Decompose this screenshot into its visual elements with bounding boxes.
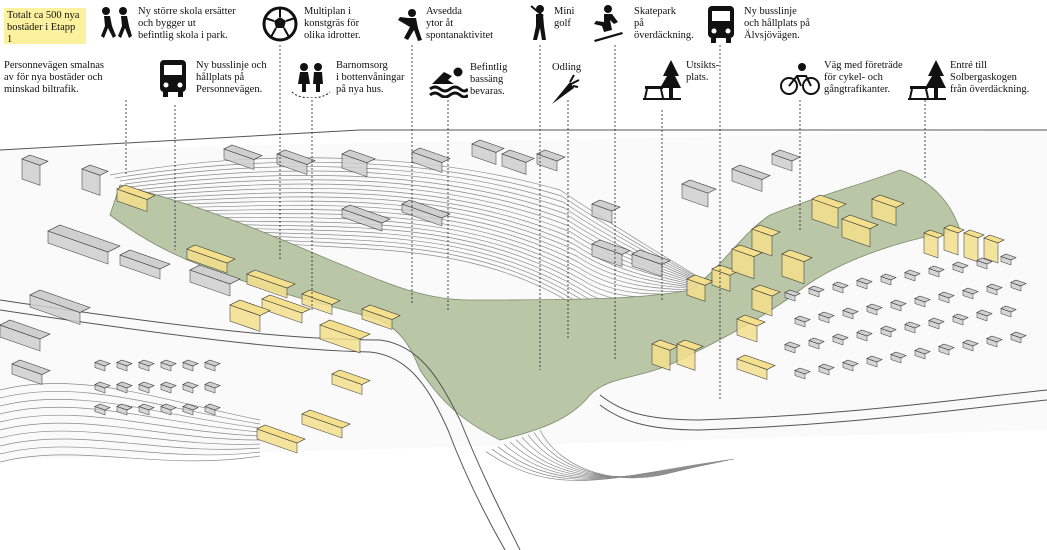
picnic-tree-icon	[643, 60, 681, 100]
skateboarder-icon	[594, 5, 623, 42]
swimmer-icon	[429, 67, 468, 98]
bus-icon	[160, 60, 186, 97]
baseball-player-icon	[398, 9, 422, 41]
bus-icon	[708, 6, 734, 43]
carrot-icon	[552, 74, 580, 104]
total-housing-badge: Totalt ca 500 nya bostäder i Etapp 1	[4, 8, 86, 45]
label-barnomsorg: Barnomsorg i bottenvåningar på nya hus.	[336, 60, 405, 95]
label-odling: Odling	[552, 62, 582, 73]
roads	[0, 129, 1047, 550]
golfer-icon	[530, 5, 546, 40]
label-school: Ny större skola ersätter och bygger ut b…	[138, 6, 236, 41]
football-icon	[262, 6, 298, 42]
label-cykel: Väg med företräde för cykel- och gångtra…	[824, 60, 903, 95]
buildings	[0, 139, 1027, 454]
label-utsikt: Utsikts- plats.	[686, 60, 720, 83]
cyclist-icon	[780, 63, 820, 95]
picnic-tree-icon	[908, 60, 946, 100]
kids-icon	[291, 63, 331, 98]
label-bus-personne: Ny busslinje och hållplats på Personnevä…	[196, 60, 267, 95]
children-running-icon	[101, 7, 132, 38]
label-spontan: Avsedda ytor åt spontanaktivitet	[426, 6, 494, 41]
label-multiplan: Multiplan i konstgräs för olika idrotter…	[304, 6, 361, 41]
label-skatepark: Skatepark på överdäckning.	[634, 6, 694, 41]
label-bassang: Befintlig bassäng bevaras.	[470, 62, 508, 97]
label-bus-alvsjo: Ny busslinje och hållplats på Älvsjöväge…	[744, 6, 810, 41]
label-minigolf: Mini golf	[554, 6, 575, 29]
label-personnevagen: Personnevägen smalnas av för nya bostäde…	[4, 60, 105, 95]
label-solberga: Entré till Solbergaskogen från överdäckn…	[950, 60, 1030, 95]
leader-lines	[125, 45, 926, 400]
